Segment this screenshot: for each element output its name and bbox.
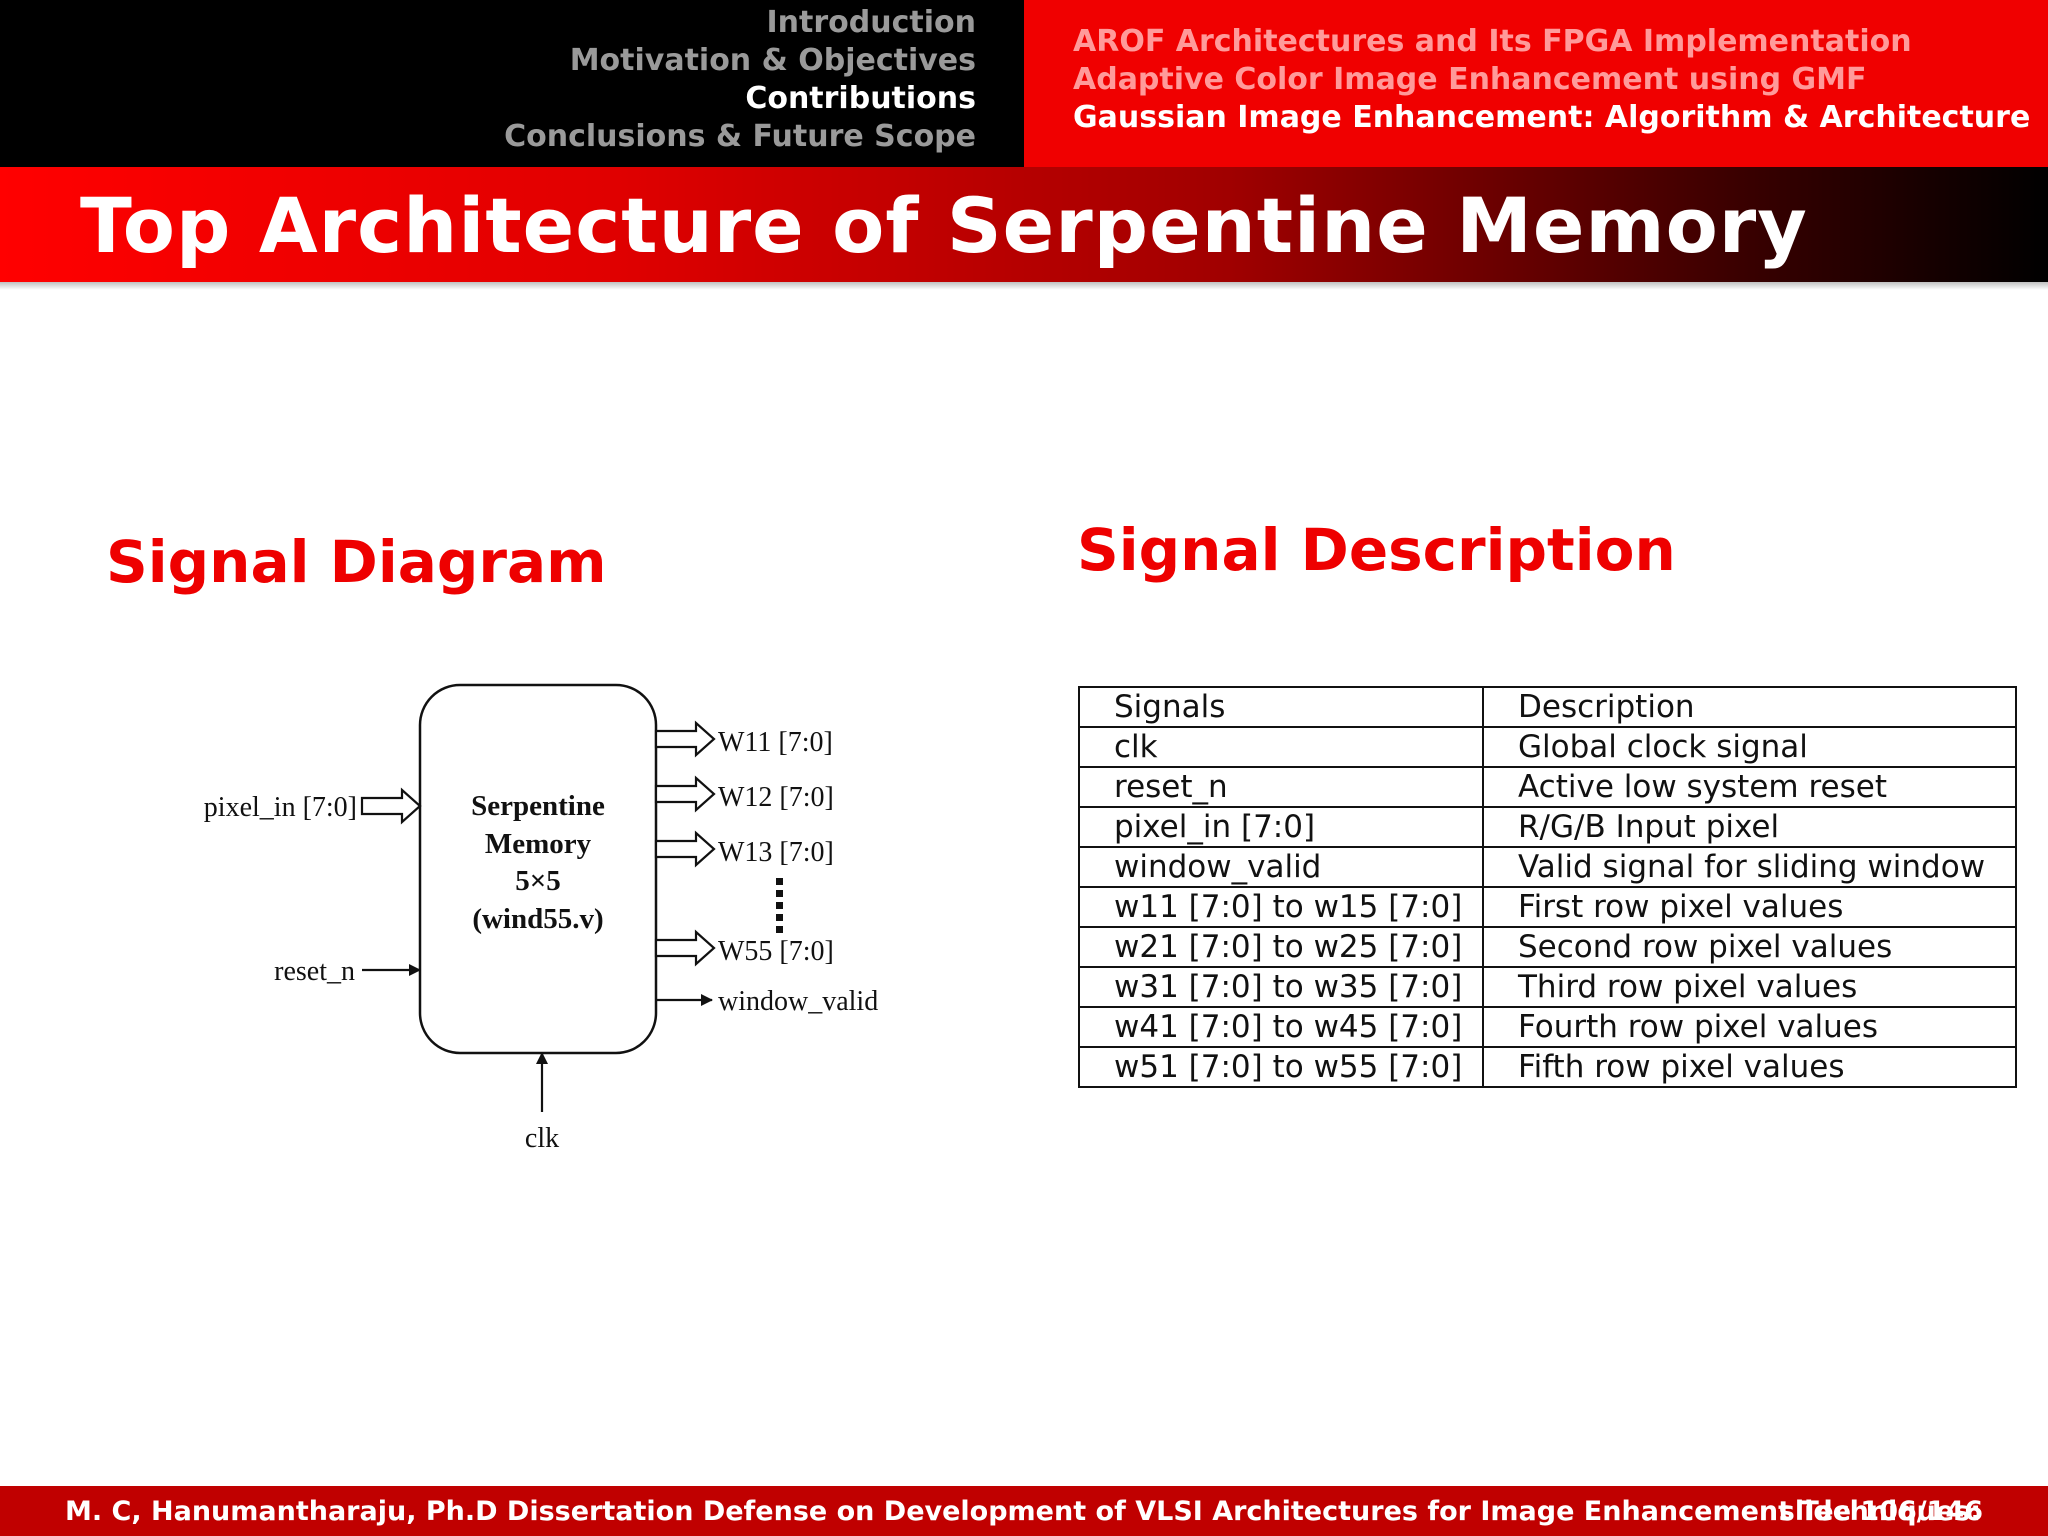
table-row: w21 [7:0] to w25 [7:0]Second row pixel v… bbox=[1078, 926, 2017, 968]
footer-text: M. C, Hanumantharaju, Ph.D Dissertation … bbox=[65, 1496, 1981, 1527]
slide-number: slide 106/146 bbox=[1778, 1496, 1983, 1527]
table-row: w31 [7:0] to w35 [7:0]Third row pixel va… bbox=[1078, 966, 2017, 1008]
w11-bus-arrow bbox=[654, 720, 716, 758]
slide-title: Top Architecture of Serpentine Memory bbox=[80, 181, 1808, 270]
w13-label: W13 [7:0] bbox=[718, 837, 834, 868]
nav-motivation[interactable]: Motivation & Objectives bbox=[569, 43, 976, 78]
title-shadow bbox=[0, 282, 2048, 290]
signal-diagram-heading: Signal Diagram bbox=[106, 528, 607, 596]
signal-diagram: Serpentine Memory 5×5 (wind55.v) pixel_i… bbox=[204, 683, 878, 1154]
description-cell: Active low system reset bbox=[1482, 766, 2017, 808]
description-cell: Valid signal for sliding window bbox=[1482, 846, 2017, 888]
signal-cell: w41 [7:0] to w45 [7:0] bbox=[1078, 1006, 1484, 1048]
description-cell: R/G/B Input pixel bbox=[1482, 806, 2017, 848]
header-right-panel: AROF Architectures and Its FPGA Implemen… bbox=[1024, 0, 2048, 167]
signal-cell: clk bbox=[1078, 726, 1484, 768]
w11-label: W11 [7:0] bbox=[718, 727, 833, 758]
description-cell: Fifth row pixel values bbox=[1482, 1046, 2017, 1088]
window-valid-label: window_valid bbox=[718, 986, 878, 1017]
nav-contributions[interactable]: Contributions bbox=[745, 81, 976, 116]
ellipsis-dots bbox=[776, 878, 783, 933]
nav-arof[interactable]: AROF Architectures and Its FPGA Implemen… bbox=[1073, 24, 1912, 59]
table-row: w41 [7:0] to w45 [7:0]Fourth row pixel v… bbox=[1078, 1006, 2017, 1048]
signal-cell: reset_n bbox=[1078, 766, 1484, 808]
reset-label: reset_n bbox=[274, 956, 355, 987]
pixel-in-bus-arrow bbox=[360, 787, 422, 825]
clk-label: clk bbox=[525, 1123, 559, 1154]
description-cell: Fourth row pixel values bbox=[1482, 1006, 2017, 1048]
w55-label: W55 [7:0] bbox=[718, 936, 834, 967]
block-label-1: Serpentine bbox=[471, 790, 605, 822]
table-row: pixel_in [7:0]R/G/B Input pixel bbox=[1078, 806, 2017, 848]
nav-introduction[interactable]: Introduction bbox=[766, 5, 976, 40]
section-nav: Introduction Motivation & Objectives Con… bbox=[24, 4, 1024, 156]
description-cell: First row pixel values bbox=[1482, 886, 2017, 928]
subsection-nav: AROF Architectures and Its FPGA Implemen… bbox=[1073, 23, 2030, 137]
signal-description-heading: Signal Description bbox=[1077, 516, 1676, 584]
footer-bar: M. C, Hanumantharaju, Ph.D Dissertation … bbox=[0, 1486, 2048, 1536]
block-label-3: 5×5 bbox=[515, 865, 561, 897]
header-left-panel: Introduction Motivation & Objectives Con… bbox=[0, 0, 1024, 167]
signal-cell: pixel_in [7:0] bbox=[1078, 806, 1484, 848]
block-label-4: (wind55.v) bbox=[472, 903, 603, 935]
signal-cell: w21 [7:0] to w25 [7:0] bbox=[1078, 926, 1484, 968]
w12-label: W12 [7:0] bbox=[718, 782, 834, 813]
w13-bus-arrow bbox=[654, 830, 716, 868]
signal-cell: w31 [7:0] to w35 [7:0] bbox=[1078, 966, 1484, 1008]
nav-gaussian[interactable]: Gaussian Image Enhancement: Algorithm & … bbox=[1073, 100, 2031, 135]
table-row: w51 [7:0] to w55 [7:0]Fifth row pixel va… bbox=[1078, 1046, 2017, 1088]
table-row: w11 [7:0] to w15 [7:0]First row pixel va… bbox=[1078, 886, 2017, 928]
signal-cell: window_valid bbox=[1078, 846, 1484, 888]
signal-cell: w11 [7:0] to w15 [7:0] bbox=[1078, 886, 1484, 928]
description-cell: Third row pixel values bbox=[1482, 966, 2017, 1008]
nav-conclusions[interactable]: Conclusions & Future Scope bbox=[504, 119, 976, 154]
w55-bus-arrow bbox=[654, 929, 716, 967]
description-cell: Description bbox=[1482, 686, 2017, 728]
signal-cell: Signals bbox=[1078, 686, 1484, 728]
description-cell: Second row pixel values bbox=[1482, 926, 2017, 968]
title-bar: Top Architecture of Serpentine Memory bbox=[0, 167, 2048, 290]
description-cell: Global clock signal bbox=[1482, 726, 2017, 768]
signal-cell: w51 [7:0] to w55 [7:0] bbox=[1078, 1046, 1484, 1088]
pixel-in-label: pixel_in [7:0] bbox=[204, 792, 357, 823]
w12-bus-arrow bbox=[654, 775, 716, 813]
block-label-2: Memory bbox=[485, 828, 592, 860]
nav-adaptive-color[interactable]: Adaptive Color Image Enhancement using G… bbox=[1073, 62, 1867, 97]
